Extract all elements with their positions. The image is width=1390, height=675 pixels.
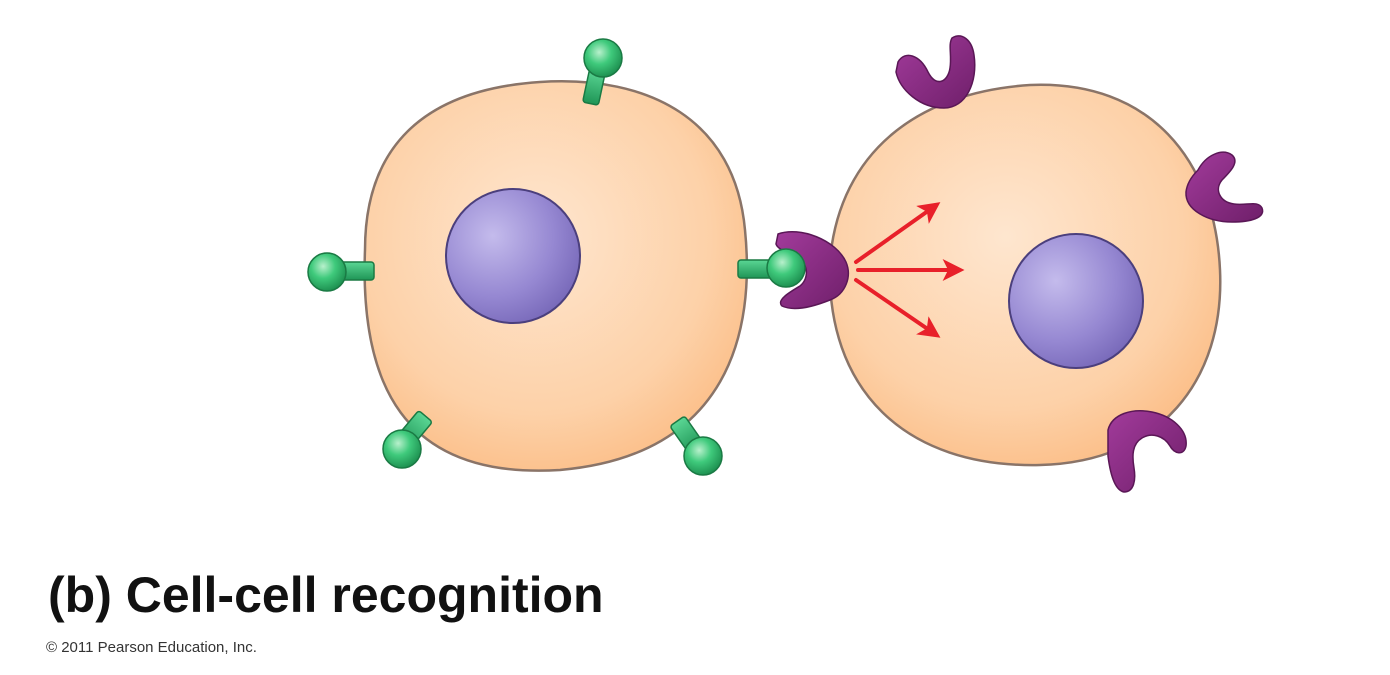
binding-site — [737, 230, 850, 310]
glycoprotein-bottom-right — [670, 416, 723, 476]
right-cell-nucleus — [1008, 233, 1144, 369]
glycoprotein-top — [582, 38, 623, 106]
receptor-bottom — [1107, 410, 1187, 493]
arrow-icon — [854, 202, 941, 264]
copyright-notice: © 2011 Pearson Education, Inc. — [46, 639, 257, 656]
left-cell-nucleus — [445, 188, 581, 324]
left-cell — [307, 38, 749, 476]
receptor-right — [1185, 151, 1264, 223]
arrow-icon — [854, 278, 941, 338]
signal-arrows — [854, 202, 965, 338]
glycoprotein-bottom-left — [382, 410, 432, 469]
receptor-top — [895, 35, 976, 109]
glycoprotein-left — [307, 252, 375, 292]
right-cell — [828, 35, 1264, 493]
glycoprotein-bound — [737, 248, 806, 288]
figure-caption: (b) Cell-cell recognition — [48, 567, 604, 623]
